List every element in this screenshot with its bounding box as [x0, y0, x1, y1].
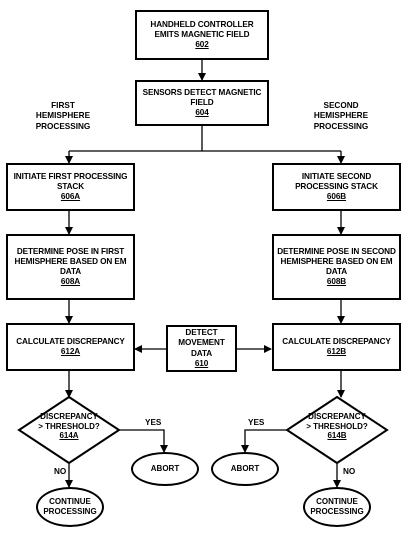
continue-a-text: CONTINUE PROCESSING	[43, 497, 97, 516]
step-606a-box: INITIATE FIRST PROCESSING STACK 606A	[6, 163, 135, 211]
decision-614a-line2: > THRESHOLD?	[38, 421, 100, 431]
abort-terminal-b: ABORT	[211, 452, 279, 486]
decision-614a-ref: 614A	[59, 431, 79, 441]
decision-614b-line2: > THRESHOLD?	[306, 421, 368, 431]
continue-terminal-b: CONTINUE PROCESSING	[303, 487, 371, 527]
step-604-ref: 604	[195, 108, 209, 118]
step-606b-text: INITIATE SECOND PROCESSING STACK	[295, 171, 378, 191]
step-606a-text: INITIATE FIRST PROCESSING STACK	[13, 171, 128, 191]
step-606a-ref: 606A	[60, 192, 81, 202]
no-label-614b: NO	[343, 467, 356, 476]
step-608a-text: DETERMINE POSE IN FIRST HEMISPHERE BASED…	[14, 246, 127, 277]
first-hemisphere-label: FIRST HEMISPHERE PROCESSING	[35, 101, 91, 131]
second-hemisphere-label: SECOND HEMISPHERE PROCESSING	[313, 101, 369, 131]
step-602-box: HANDHELD CONTROLLER EMITS MAGNETIC FIELD…	[135, 10, 269, 60]
decision-614a-line1: DISCREPANCY	[40, 412, 98, 421]
step-604-box: SENSORS DETECT MAGNETIC FIELD 604	[135, 80, 269, 126]
yes-label-614b: YES	[248, 418, 265, 427]
abort-b-text: ABORT	[230, 464, 260, 474]
step-608a-box: DETERMINE POSE IN FIRST HEMISPHERE BASED…	[6, 234, 135, 300]
decision-diamond-614a	[17, 395, 121, 465]
step-610-box: DETECT MOVEMENT DATA 610	[166, 325, 237, 372]
step-608a-ref: 608A	[60, 277, 81, 287]
step-612a-box: CALCULATE DISCREPANCY 612A	[6, 323, 135, 371]
step-610-ref: 610	[194, 358, 209, 368]
step-602-ref: 602	[195, 40, 209, 50]
step-608b-ref: 608B	[326, 277, 347, 287]
decision-614a-text: DISCREPANCY > THRESHOLD? 614A	[19, 412, 119, 441]
step-610-text: DETECT MOVEMENT DATA	[178, 328, 225, 358]
arrow-614a-yes-to-abort	[119, 429, 168, 453]
yes-label-614a: YES	[145, 418, 162, 427]
no-label-614a: NO	[54, 467, 67, 476]
step-606b-ref: 606B	[326, 192, 347, 202]
step-602-text: HANDHELD CONTROLLER EMITS MAGNETIC FIELD	[150, 19, 254, 39]
arrow-614b-yes-to-abort	[241, 429, 287, 453]
step-612b-text: CALCULATE DISCREPANCY	[282, 336, 391, 346]
step-604-text: SENSORS DETECT MAGNETIC FIELD	[142, 87, 262, 107]
step-608b-box: DETERMINE POSE IN SECOND HEMISPHERE BASE…	[272, 234, 401, 300]
abort-a-text: ABORT	[150, 464, 180, 474]
step-608b-text: DETERMINE POSE IN SECOND HEMISPHERE BASE…	[277, 246, 396, 277]
step-606b-box: INITIATE SECOND PROCESSING STACK 606B	[272, 163, 401, 211]
continue-terminal-a: CONTINUE PROCESSING	[36, 487, 104, 527]
step-612b-box: CALCULATE DISCREPANCY 612B	[272, 323, 401, 371]
continue-b-text: CONTINUE PROCESSING	[310, 497, 364, 516]
decision-diamond-614b	[285, 395, 389, 465]
step-612a-ref: 612A	[60, 347, 81, 356]
decision-614b-line1: DISCREPANCY	[308, 412, 366, 421]
decision-614b-text: DISCREPANCY > THRESHOLD? 614B	[287, 412, 387, 441]
step-612b-ref: 612B	[326, 347, 347, 356]
abort-terminal-a: ABORT	[131, 452, 199, 486]
decision-614b-ref: 614B	[327, 431, 347, 441]
step-612a-text: CALCULATE DISCREPANCY	[16, 336, 125, 346]
